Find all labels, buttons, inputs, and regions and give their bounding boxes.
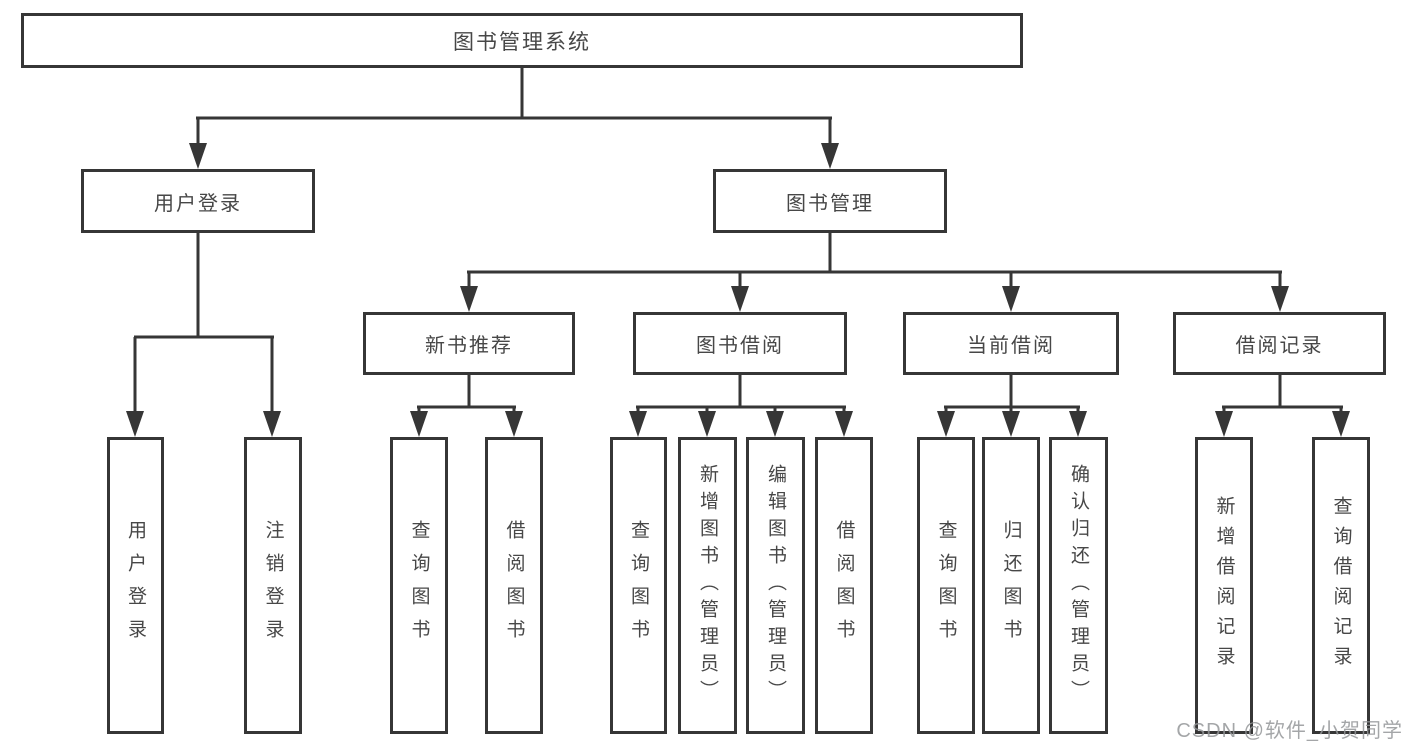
leaf-confirm-return-admin-label: 确认归还（管理员） [1068, 464, 1089, 707]
leaf-add-books-admin: 新增图书（管理员） [678, 437, 737, 734]
tree-edges [133, 68, 1343, 414]
leaf-edit-books-admin: 编辑图书（管理员） [746, 437, 805, 734]
leaf-confirm-return-admin: 确认归还（管理员） [1049, 437, 1108, 734]
leaf-recommend-borrow-books: 借阅图书 [485, 437, 543, 734]
leaf-current-query-books-label: 查询图书 [935, 519, 957, 652]
leaf-add-borrow-record-label: 新增借阅记录 [1213, 495, 1235, 676]
leaf-borrowing-query-books-label: 查询图书 [628, 519, 649, 652]
leaf-logout: 注销登录 [244, 437, 302, 734]
leaf-query-borrow-record: 查询借阅记录 [1312, 437, 1370, 734]
leaf-borrowing-query-books: 查询图书 [610, 437, 667, 734]
node-user-login: 用户登录 [81, 169, 315, 233]
leaf-logout-label: 注销登录 [262, 519, 284, 652]
leaf-recommend-query-books-label: 查询图书 [408, 519, 430, 652]
leaf-borrowing-borrow-books-label: 借阅图书 [833, 519, 855, 652]
leaf-recommend-borrow-books-label: 借阅图书 [503, 519, 525, 652]
node-library-management-system: 图书管理系统 [21, 13, 1023, 68]
leaf-recommend-query-books: 查询图书 [390, 437, 448, 734]
leaf-user-login: 用户登录 [107, 437, 164, 734]
node-borrow-records: 借阅记录 [1173, 312, 1386, 375]
leaf-return-books: 归还图书 [982, 437, 1040, 734]
node-current-borrowing: 当前借阅 [903, 312, 1119, 375]
arrowheads [126, 143, 1350, 437]
leaf-borrowing-borrow-books: 借阅图书 [815, 437, 873, 734]
leaf-add-borrow-record: 新增借阅记录 [1195, 437, 1253, 734]
node-new-book-recommendation: 新书推荐 [363, 312, 575, 375]
node-book-borrowing: 图书借阅 [633, 312, 847, 375]
node-book-management: 图书管理 [713, 169, 947, 233]
leaf-query-borrow-record-label: 查询借阅记录 [1330, 495, 1352, 676]
leaf-add-books-admin-label: 新增图书（管理员） [697, 464, 718, 707]
leaf-user-login-label: 用户登录 [125, 519, 146, 652]
leaf-return-books-label: 归还图书 [1000, 519, 1022, 652]
leaf-current-query-books: 查询图书 [917, 437, 975, 734]
csdn-watermark: CSDN @软件_小贺同学 [1176, 720, 1403, 742]
leaf-edit-books-admin-label: 编辑图书（管理员） [765, 464, 786, 707]
